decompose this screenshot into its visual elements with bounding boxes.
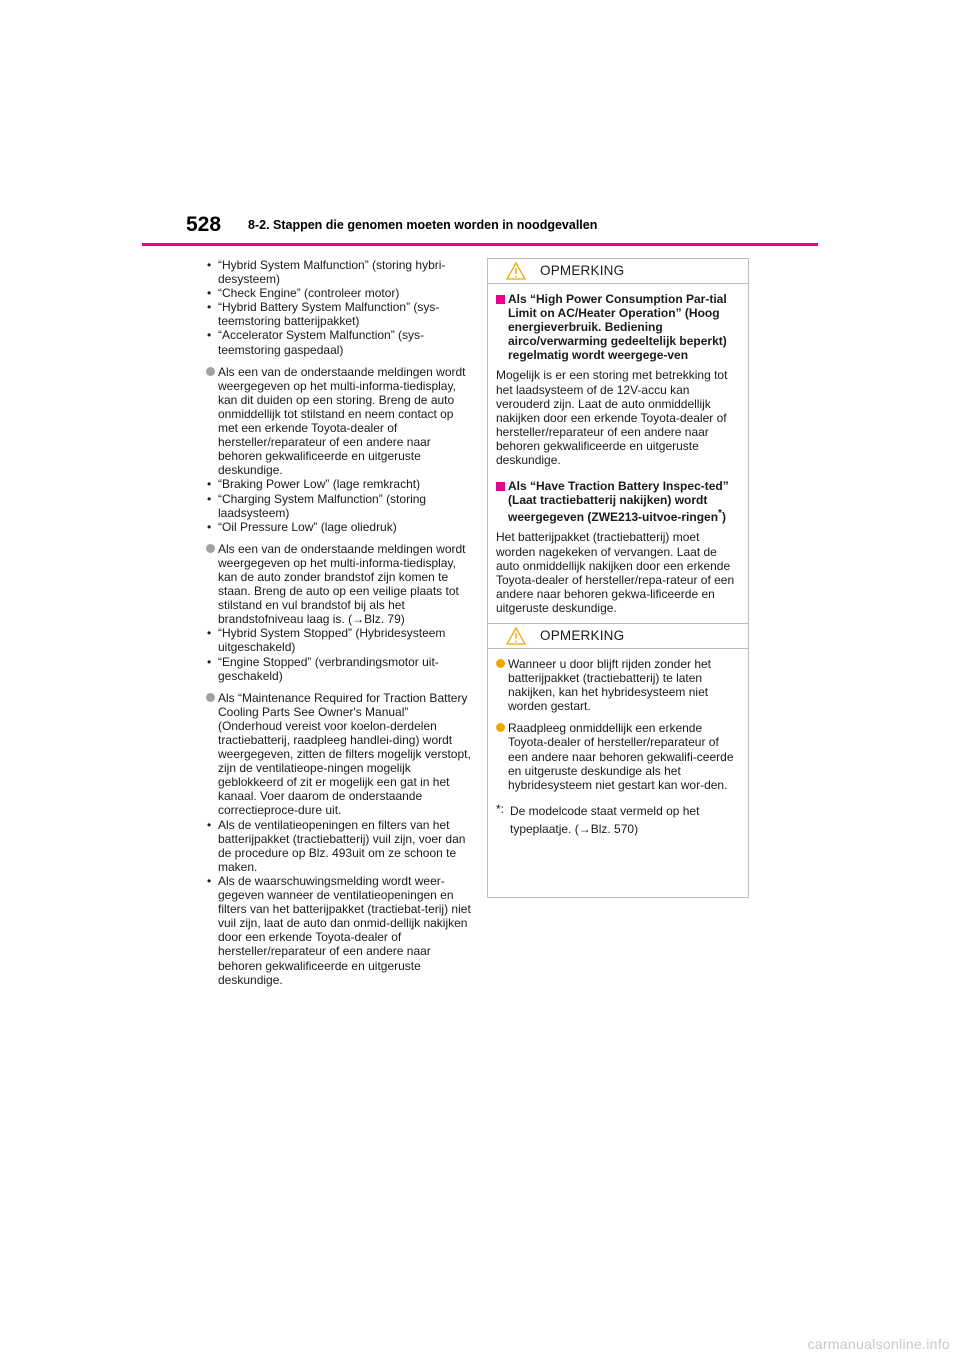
note-heading-1: Als “High Power Consumption Par-tial Lim…: [496, 292, 740, 362]
note-box: OPMERKING Als “High Power Consumption Pa…: [487, 258, 749, 898]
list-item: “Oil Pressure Low” (lage oliedruk): [206, 520, 474, 534]
list-item: “Charging System Malfunction” (storing l…: [206, 492, 474, 520]
note-label: OPMERKING: [540, 627, 625, 643]
watermark: carmanualsonline.info: [807, 1336, 950, 1352]
warning-triangle-icon: [506, 626, 526, 645]
list-item: “Braking Power Low” (lage remkracht): [206, 477, 474, 491]
note-paragraph-2: Het batterijpakket (tractiebatterij) moe…: [496, 530, 735, 615]
list-item: “Check Engine” (controleer motor): [206, 286, 474, 300]
section-title: 8-2. Stappen die genomen moeten worden i…: [248, 218, 598, 232]
circle-paragraph-1: Als een van de onderstaande meldingen wo…: [206, 365, 474, 478]
note-header: OPMERKING: [488, 259, 748, 284]
list-item: “Hybrid Battery System Malfunction” (sys…: [206, 300, 474, 328]
circle-paragraph-2: Als een van de onderstaande meldingen wo…: [206, 542, 474, 627]
note-paragraph-1: Mogelijk is er een storing met betrekkin…: [496, 368, 728, 468]
circle-paragraph-3: Als “Maintenance Required for Traction B…: [206, 691, 474, 818]
header-divider: [142, 243, 818, 246]
list-item: Als de ventilatieopeningen en filters va…: [206, 818, 474, 874]
warning-triangle-icon: [506, 262, 526, 280]
note-dot-item-1: Wanneer u door blijft rijden zonder het …: [496, 657, 740, 713]
list-item: “Hybrid System Stopped” (Hybridesysteem …: [206, 626, 474, 654]
list-item: “Hybrid System Malfunction” (storing hyb…: [206, 258, 474, 286]
note-heading-2: Als “Have Traction Battery Inspec-ted” (…: [496, 479, 740, 524]
note-header-2: OPMERKING: [488, 622, 748, 649]
list-item: “Accelerator System Malfunction” (sys-te…: [206, 328, 474, 356]
footnote-text: De modelcode staat vermeld op het typepl…: [510, 803, 700, 836]
note-heading-2-close: ): [721, 510, 726, 525]
note-label: OPMERKING: [540, 263, 625, 278]
note-heading-2-text: Als “Have Traction Battery Inspec-ted” (…: [508, 479, 729, 525]
page-number: 528: [186, 213, 222, 236]
left-column: “Hybrid System Malfunction” (storing hyb…: [206, 258, 474, 987]
footnote: *: De modelcode staat vermeld op het typ…: [496, 802, 740, 838]
note-dot-item-2: Raadpleeg onmiddellijk een erkende Toyot…: [496, 721, 740, 792]
footnote-mark: *:: [496, 801, 505, 816]
list-item: Als de waarschuwingsmelding wordt weer-g…: [206, 874, 474, 987]
list-item: “Engine Stopped” (verbrandingsmotor uit-…: [206, 655, 474, 683]
footnote-marker: *: [718, 508, 722, 520]
